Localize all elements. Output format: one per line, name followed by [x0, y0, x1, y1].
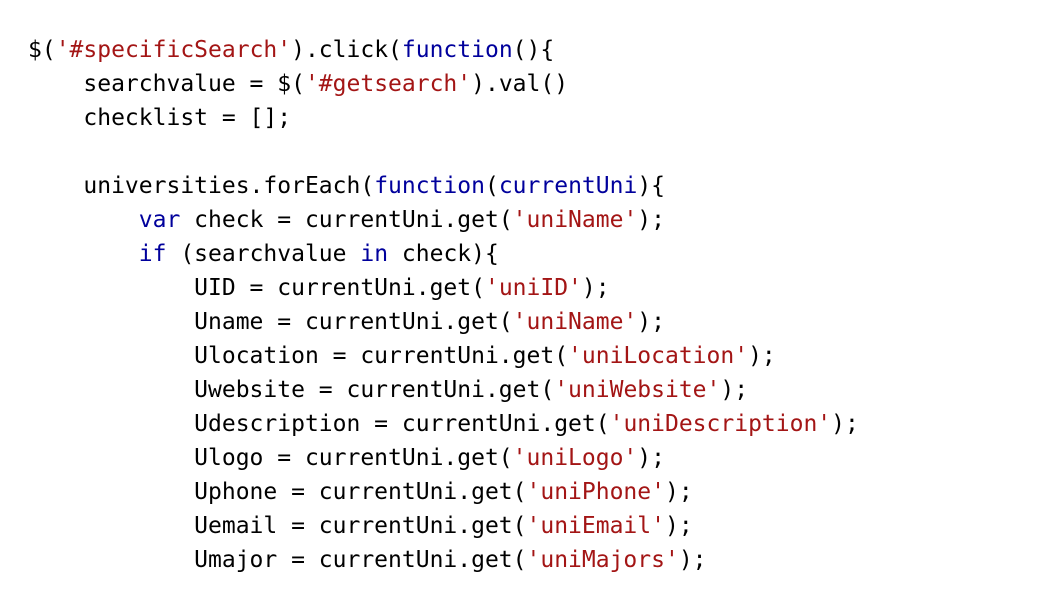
- code-token-plain: [28, 241, 139, 267]
- code-line: Umajor = currentUni.get('uniMajors');: [28, 543, 859, 577]
- code-token-plain: Uwebsite = currentUni.get(: [28, 377, 555, 403]
- code-token-plain: Uemail = currentUni.get(: [28, 513, 527, 539]
- code-line: var check = currentUni.get('uniName');: [28, 203, 859, 237]
- code-token-plain: );: [748, 343, 776, 369]
- code-token-plain: $(: [28, 37, 56, 63]
- code-token-string: '#getsearch': [304, 71, 472, 97]
- code-token-plain: ).click(: [291, 37, 402, 63]
- code-token-string: 'uniLocation': [568, 343, 749, 369]
- code-token-plain: );: [637, 309, 665, 335]
- code-line: $('#specificSearch').click(function(){: [28, 33, 859, 67]
- code-token-string: '#specificSearch': [55, 37, 292, 63]
- code-line: Udescription = currentUni.get('uniDescri…: [28, 407, 859, 441]
- code-token-string: 'uniMajors': [526, 547, 679, 573]
- code-token-plain: [28, 207, 139, 233]
- code-line: Uemail = currentUni.get('uniEmail');: [28, 509, 859, 543]
- code-token-plain: );: [637, 207, 665, 233]
- code-block: $('#specificSearch').click(function(){ s…: [28, 33, 859, 577]
- code-line: if (searchvalue in check){: [28, 237, 859, 271]
- code-token-keyword: if: [138, 241, 167, 267]
- code-token-string: 'uniWebsite': [554, 377, 721, 403]
- code-token-plain: Umajor = currentUni.get(: [28, 547, 527, 573]
- code-token-plain: universities.forEach(: [28, 173, 375, 199]
- code-line: Uwebsite = currentUni.get('uniWebsite');: [28, 373, 859, 407]
- code-token-plain: Ulocation = currentUni.get(: [28, 343, 569, 369]
- code-token-plain: );: [664, 479, 693, 505]
- code-token-plain: Udescription = currentUni.get(: [28, 411, 610, 437]
- code-line: UID = currentUni.get('uniID');: [28, 271, 859, 305]
- code-line: searchvalue = $('#getsearch').val(): [28, 67, 859, 101]
- code-token-keyword: function: [374, 173, 485, 199]
- code-token-plain: UID = currentUni.get(: [28, 275, 485, 301]
- code-token-string: 'uniID': [484, 275, 582, 301]
- code-token-plain: ).val(): [471, 71, 569, 97]
- code-token-keyword: var: [138, 207, 181, 233]
- code-token-plain: );: [581, 275, 610, 301]
- code-token-plain: );: [720, 377, 749, 403]
- code-token-string: 'uniLogo': [512, 445, 638, 471]
- code-token-plain: check){: [388, 241, 499, 267]
- code-token-plain: (searchvalue: [166, 241, 361, 267]
- code-token-plain: (){: [512, 37, 555, 63]
- code-token-keyword: currentUni: [498, 173, 638, 199]
- code-token-plain: searchvalue = $(: [28, 71, 305, 97]
- code-token-plain: );: [678, 547, 707, 573]
- code-line: [28, 135, 859, 169]
- code-token-string: 'uniEmail': [526, 513, 665, 539]
- code-line: Uphone = currentUni.get('uniPhone');: [28, 475, 859, 509]
- code-token-keyword: function: [401, 37, 513, 63]
- code-line: Ulogo = currentUni.get('uniLogo');: [28, 441, 859, 475]
- code-token-string: 'uniName': [512, 207, 638, 233]
- code-token-plain: checklist = [];: [28, 105, 292, 131]
- code-token-plain: ){: [637, 173, 666, 199]
- code-line: checklist = [];: [28, 101, 859, 135]
- code-token-plain: Uphone = currentUni.get(: [28, 479, 527, 505]
- code-token-plain: Uname = currentUni.get(: [28, 309, 513, 335]
- code-token-string: 'uniDescription': [609, 411, 832, 437]
- code-token-plain: Ulogo = currentUni.get(: [28, 445, 513, 471]
- code-token-plain: );: [637, 445, 665, 471]
- code-line: Uname = currentUni.get('uniName');: [28, 305, 859, 339]
- code-token-string: 'uniPhone': [526, 479, 665, 505]
- code-token-string: 'uniName': [512, 309, 638, 335]
- code-line: universities.forEach(function(currentUni…: [28, 169, 859, 203]
- code-token-plain: (: [484, 173, 499, 199]
- code-token-plain: check = currentUni.get(: [180, 207, 513, 233]
- code-token-keyword: in: [360, 241, 389, 267]
- code-line: Ulocation = currentUni.get('uniLocation'…: [28, 339, 859, 373]
- code-token-plain: );: [664, 513, 693, 539]
- code-token-plain: );: [831, 411, 859, 437]
